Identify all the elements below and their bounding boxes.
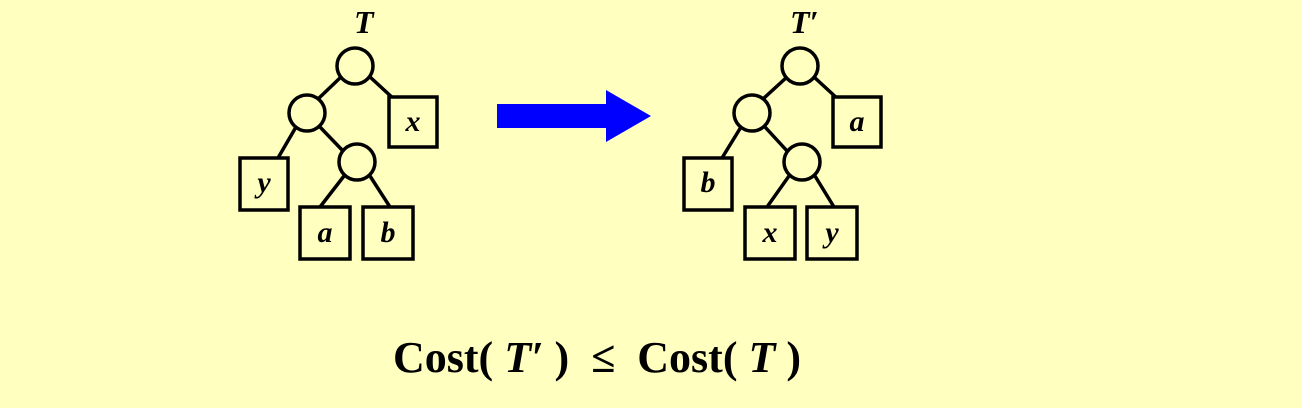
leaf-box	[238, 156, 290, 212]
internal-node	[782, 142, 822, 182]
edge	[761, 75, 789, 101]
leaf-box	[682, 156, 734, 212]
right-tree-title: T′	[790, 4, 819, 40]
edge	[765, 174, 791, 209]
leaf-box	[361, 205, 415, 261]
close-paren: )	[554, 333, 570, 382]
cost-inequality: Cost( T′ ) ≤ Cost( T )	[0, 332, 1194, 383]
edge	[813, 175, 836, 208]
cost-word: Cost(	[637, 333, 738, 382]
root-node	[780, 46, 820, 86]
edge	[276, 126, 298, 159]
internal-node	[732, 93, 772, 133]
leaf-box	[831, 95, 883, 149]
close-paren: )	[786, 333, 802, 382]
internal-node	[337, 142, 377, 182]
leaf-label: a	[318, 216, 333, 249]
edge	[318, 174, 346, 209]
leaf-label: b	[701, 166, 716, 199]
leaf-label: x	[405, 105, 421, 138]
cost-word: Cost(	[392, 333, 494, 382]
edge	[318, 125, 346, 154]
right-tree: T′ a b x y	[682, 4, 883, 261]
tree-variable: T	[748, 333, 776, 382]
edge	[368, 175, 392, 208]
leaf-box	[805, 205, 859, 261]
leaf-label: y	[822, 216, 839, 249]
leaf-box	[298, 205, 352, 261]
edge	[763, 125, 790, 154]
leaf-label: x	[762, 216, 778, 249]
internal-node	[287, 93, 327, 133]
left-tree-title: T	[354, 4, 375, 40]
leq-operator: ≤	[591, 333, 616, 382]
left-tree: T x y a b	[238, 4, 439, 261]
right-arrow-icon	[497, 90, 651, 142]
tree-variable: T′	[504, 333, 544, 382]
root-node	[335, 46, 375, 86]
leaf-box	[387, 95, 439, 149]
edge	[720, 126, 743, 159]
edge	[316, 75, 343, 101]
leaf-label: a	[850, 105, 865, 138]
leaf-label: b	[381, 216, 396, 249]
leaf-label: y	[254, 166, 271, 199]
leaf-box	[743, 205, 797, 261]
